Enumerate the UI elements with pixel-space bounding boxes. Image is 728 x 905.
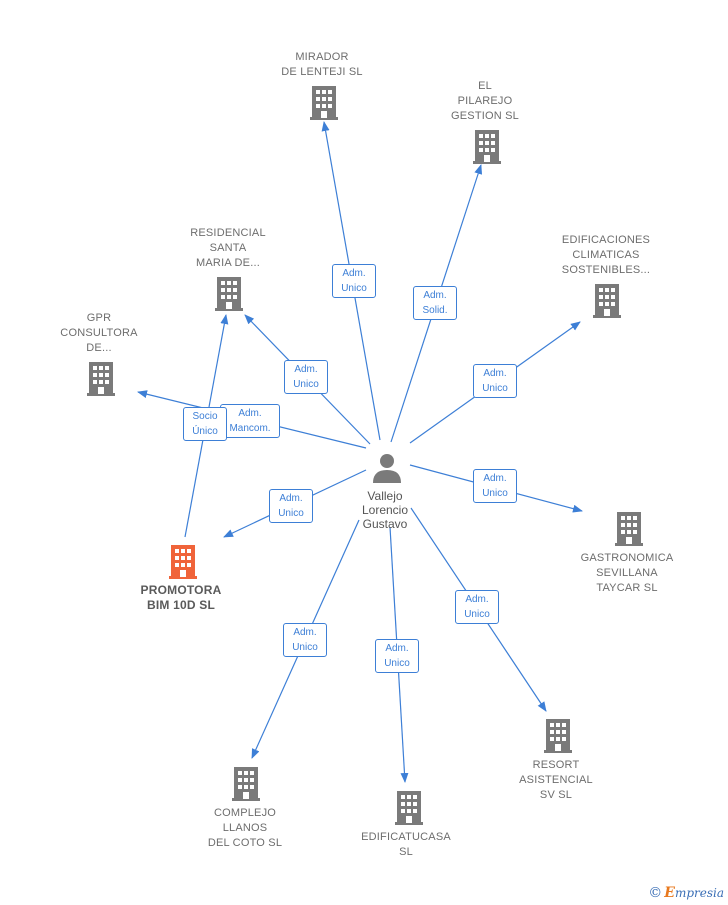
role-badge-line: Mancom. [229, 423, 271, 434]
company-label-line: MARIA DE... [196, 257, 260, 269]
company-label-complejo[interactable]: COMPLEJO LLANOS DEL COTO SL [170, 806, 320, 851]
company-label-line: PROMOTORA [140, 583, 222, 597]
building-icon[interactable] [232, 767, 260, 801]
role-badge-line: Unico [293, 379, 319, 390]
company-label-gastronomica[interactable]: GASTRONOMICA SEVILLANA TAYCAR SL [552, 551, 702, 596]
company-label-edificatucasa[interactable]: EDIFICATUCASA SL [331, 830, 481, 860]
company-label-line: EDIFICACIONES [561, 234, 651, 246]
company-label-line: DE LENTEJI SL [281, 66, 363, 78]
company-label-line: TAYCAR SL [596, 582, 658, 594]
person-icon [373, 454, 401, 483]
role-badge-line: Adm. [465, 594, 489, 605]
company-label-line: GESTION SL [450, 110, 520, 122]
building-icon[interactable] [87, 362, 115, 396]
role-badge-complejo[interactable]: Adm. Unico [283, 623, 327, 657]
company-label-line: RESIDENCIAL [190, 227, 266, 239]
edges-layer [137, 121, 583, 783]
company-label-line: BIM 10D SL [146, 598, 215, 612]
role-badge-line: Único [192, 426, 218, 437]
role-badge-line: Adm. [238, 408, 262, 419]
role-badge-line: Adm. [483, 473, 507, 484]
company-label-line: SOSTENIBLES... [561, 264, 651, 276]
company-label-line: COMPLEJO [213, 807, 277, 819]
company-label-line: DEL COTO SL [207, 837, 283, 849]
copyright-symbol: © [648, 885, 663, 901]
role-badge-edificatucasa[interactable]: Adm. Unico [375, 639, 419, 673]
center-name-line-2: Lorencio [361, 503, 409, 517]
role-badge-line: Unico [341, 283, 367, 294]
company-label-line: SANTA [209, 242, 247, 254]
role-badge-line: Unico [384, 658, 410, 669]
company-label-line: EDIFICATUCASA [361, 831, 451, 843]
role-badge-line: Unico [482, 383, 508, 394]
company-label-gpr[interactable]: GPR CONSULTORA DE... [24, 311, 174, 356]
role-badge-line: Solid. [422, 305, 448, 316]
company-label-resort[interactable]: RESORT ASISTENCIAL SV SL [481, 758, 631, 803]
role-badge-residencial[interactable]: Adm. Unico [284, 360, 328, 394]
building-icon[interactable] [310, 86, 338, 120]
building-icon[interactable] [395, 791, 423, 825]
company-label-line: SV SL [539, 789, 573, 801]
role-badge-line: Unico [482, 488, 508, 499]
role-badge-line: Unico [278, 508, 304, 519]
company-label-line: GPR [86, 312, 112, 324]
role-badge-line: Socio [192, 411, 218, 422]
company-label-line: CLIMATICAS [572, 249, 640, 261]
company-label-line: CONSULTORA [60, 327, 138, 339]
building-icon[interactable] [615, 512, 643, 546]
company-label-edificaciones[interactable]: EDIFICACIONES CLIMATICAS SOSTENIBLES... [531, 233, 681, 278]
building-icon[interactable] [215, 277, 243, 311]
role-badge-promotora[interactable]: Adm. Unico [269, 489, 313, 523]
center-name-line-1: Vallejo [367, 489, 403, 503]
role-badge-line: Adm. [342, 268, 366, 279]
building-icon[interactable] [544, 719, 572, 753]
role-badge-edificaciones[interactable]: Adm. Unico [473, 364, 517, 398]
role-badge-line: Adm. [294, 364, 318, 375]
role-badge-line: Adm. [293, 627, 317, 638]
company-label-line: SL [399, 846, 413, 858]
role-badge-line: Unico [464, 609, 490, 620]
company-label-residencial[interactable]: RESIDENCIAL SANTA MARIA DE... [153, 226, 303, 271]
company-label-line: SEVILLANA [596, 567, 658, 579]
role-badge-line: Adm. [423, 290, 447, 301]
company-label-line: LLANOS [222, 822, 268, 834]
company-label-line: DE... [86, 342, 112, 354]
center-name-line-3: Gustavo [362, 517, 408, 531]
role-badge-line: Adm. [279, 493, 303, 504]
company-label-line: ASISTENCIAL [519, 774, 593, 786]
brand-name: mpresia [674, 886, 724, 900]
role-badge-resort[interactable]: Adm. Unico [455, 590, 499, 624]
role-badge-line: Unico [292, 642, 318, 653]
empresia-watermark[interactable]: ©Empresia [648, 885, 724, 901]
role-badge-gastronomica[interactable]: Adm. Unico [473, 469, 517, 503]
center-person-name[interactable]: Vallejo Lorencio Gustavo [335, 489, 435, 531]
building-icon[interactable] [593, 284, 621, 318]
building-icon[interactable] [473, 130, 501, 164]
role-badge-mirador[interactable]: Adm. Unico [332, 264, 376, 298]
company-label-pilarejo[interactable]: EL PILAREJO GESTION SL [410, 79, 560, 124]
building-icon[interactable] [169, 545, 197, 579]
buildings-layer [87, 86, 643, 825]
role-badge-line: Adm. [483, 368, 507, 379]
role-badge-gpr[interactable]: Adm. Mancom. [220, 404, 280, 438]
company-label-line: MIRADOR [295, 51, 349, 63]
role-badge-line: Adm. [385, 643, 409, 654]
company-label-line: PILAREJO [457, 95, 513, 107]
company-label-line: RESORT [532, 759, 580, 771]
company-label-mirador[interactable]: MIRADOR DE LENTEJI SL [247, 50, 397, 80]
company-label-line: GASTRONOMICA [580, 552, 674, 564]
brand-initial: E [664, 885, 675, 901]
role-badge-pilarejo[interactable]: Adm. Solid. [413, 286, 457, 320]
company-label-line: EL [478, 80, 492, 92]
